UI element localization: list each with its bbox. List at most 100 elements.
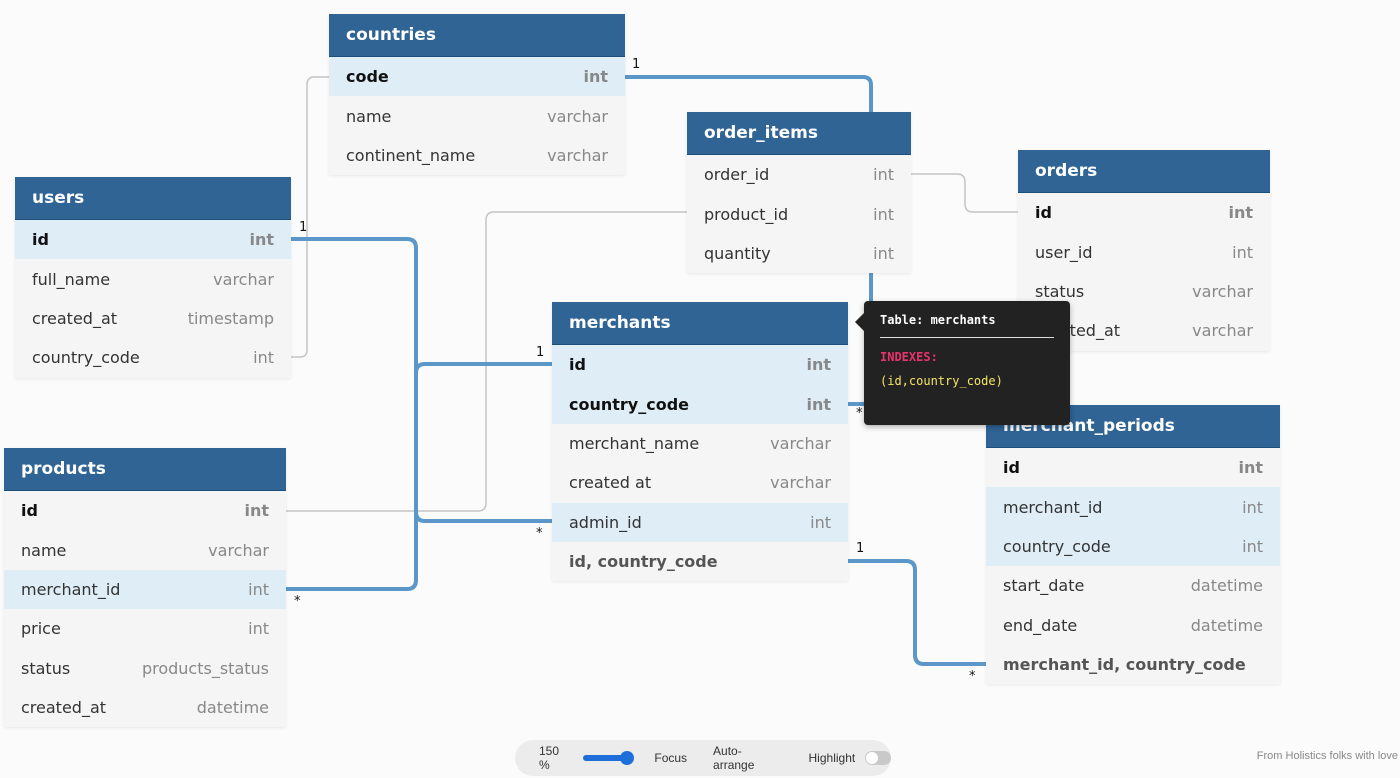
focus-button[interactable]: Focus xyxy=(654,751,688,765)
field-row[interactable]: merchant_id int xyxy=(4,569,286,610)
field-type: int xyxy=(248,619,269,639)
cardinality-many: * xyxy=(856,406,863,421)
field-type: int xyxy=(1242,497,1263,517)
edge-users-merchants-admin xyxy=(291,237,552,523)
field-type: varchar xyxy=(1192,281,1253,301)
field-row[interactable]: id int xyxy=(1018,193,1270,232)
highlight-toggle[interactable] xyxy=(865,751,891,765)
field-type: int xyxy=(1228,203,1253,223)
cardinality-one: 1 xyxy=(536,345,545,360)
field-name: status xyxy=(1035,281,1085,301)
field-type: int xyxy=(244,501,269,521)
field-name: end_date xyxy=(1003,615,1078,635)
zoom-slider[interactable] xyxy=(582,751,635,765)
field-row[interactable]: admin_id int xyxy=(552,502,848,542)
field-row[interactable]: status varchar xyxy=(1018,272,1270,311)
field-name: created_at xyxy=(21,698,107,718)
field-name: country_code xyxy=(32,348,140,368)
field-type: int xyxy=(1242,536,1263,556)
edge-order-items-orders xyxy=(911,173,1018,213)
index-row[interactable]: merchant_id, country_code xyxy=(986,645,1280,684)
table-header[interactable]: orders xyxy=(1018,150,1270,193)
field-row[interactable]: full_name varchar xyxy=(15,259,291,298)
index-row[interactable]: id, country_code xyxy=(552,542,848,581)
cardinality-many: * xyxy=(536,526,543,541)
field-name: full_name xyxy=(32,269,111,289)
tooltip-title: Table: merchants xyxy=(880,313,1054,338)
edge-countries-code xyxy=(625,75,873,112)
table-tooltip: Table: merchants INDEXES: (id,country_co… xyxy=(855,301,1070,425)
field-name: created at xyxy=(569,473,652,493)
toggle-knob xyxy=(866,752,879,764)
field-row[interactable]: created at varchar xyxy=(552,463,848,502)
field-type: int xyxy=(1238,458,1263,478)
cardinality-many: * xyxy=(294,594,301,609)
field-row[interactable]: created_at datetime xyxy=(4,688,286,727)
edge-users-country-countries xyxy=(291,76,329,358)
field-name: status xyxy=(21,658,71,678)
bottom-toolbar: 150 % Focus Auto-arrange Highlight xyxy=(515,740,891,776)
field-name: code xyxy=(346,67,389,87)
field-name: id xyxy=(1035,203,1052,223)
field-row[interactable]: status products_status xyxy=(4,649,286,688)
table-header[interactable]: countries xyxy=(329,14,625,57)
field-name: country_code xyxy=(569,394,690,414)
field-type: varchar xyxy=(770,473,831,493)
field-name: merchant_id xyxy=(21,579,121,599)
table-header[interactable]: users xyxy=(15,177,291,220)
field-type: int xyxy=(810,512,831,532)
field-type: int xyxy=(806,355,831,375)
field-type: int xyxy=(873,165,894,185)
field-name: created_at xyxy=(32,308,118,328)
zoom-level: 150 % xyxy=(539,744,560,772)
cardinality-one: 1 xyxy=(856,541,865,556)
index-fields: merchant_id, country_code xyxy=(1003,655,1246,675)
zoom-slider-handle[interactable] xyxy=(620,751,635,765)
field-row[interactable]: order_id int xyxy=(687,155,911,194)
auto-arrange-button[interactable]: Auto-arrange xyxy=(713,744,755,772)
field-name: admin_id xyxy=(569,512,642,532)
highlight-label: Highlight xyxy=(808,751,856,765)
field-type: varchar xyxy=(208,540,269,560)
field-row[interactable]: code int xyxy=(329,57,625,97)
cardinality-many: * xyxy=(969,669,976,684)
field-type: datetime xyxy=(196,698,269,718)
edge-merchants-products xyxy=(286,362,552,591)
field-type: products_status xyxy=(141,658,269,678)
field-type: varchar xyxy=(213,269,274,289)
table-header[interactable]: products xyxy=(4,448,286,491)
table-header[interactable]: order_items xyxy=(687,112,911,155)
field-name: order_id xyxy=(704,165,770,185)
field-type: varchar xyxy=(547,106,608,126)
field-type: datetime xyxy=(1190,615,1263,635)
field-type: int xyxy=(583,67,608,87)
field-row[interactable]: end_date datetime xyxy=(986,606,1280,645)
edge-merchants-merchant-periods xyxy=(848,559,986,666)
field-type: int xyxy=(248,579,269,599)
table-header[interactable]: merchants xyxy=(552,302,848,345)
